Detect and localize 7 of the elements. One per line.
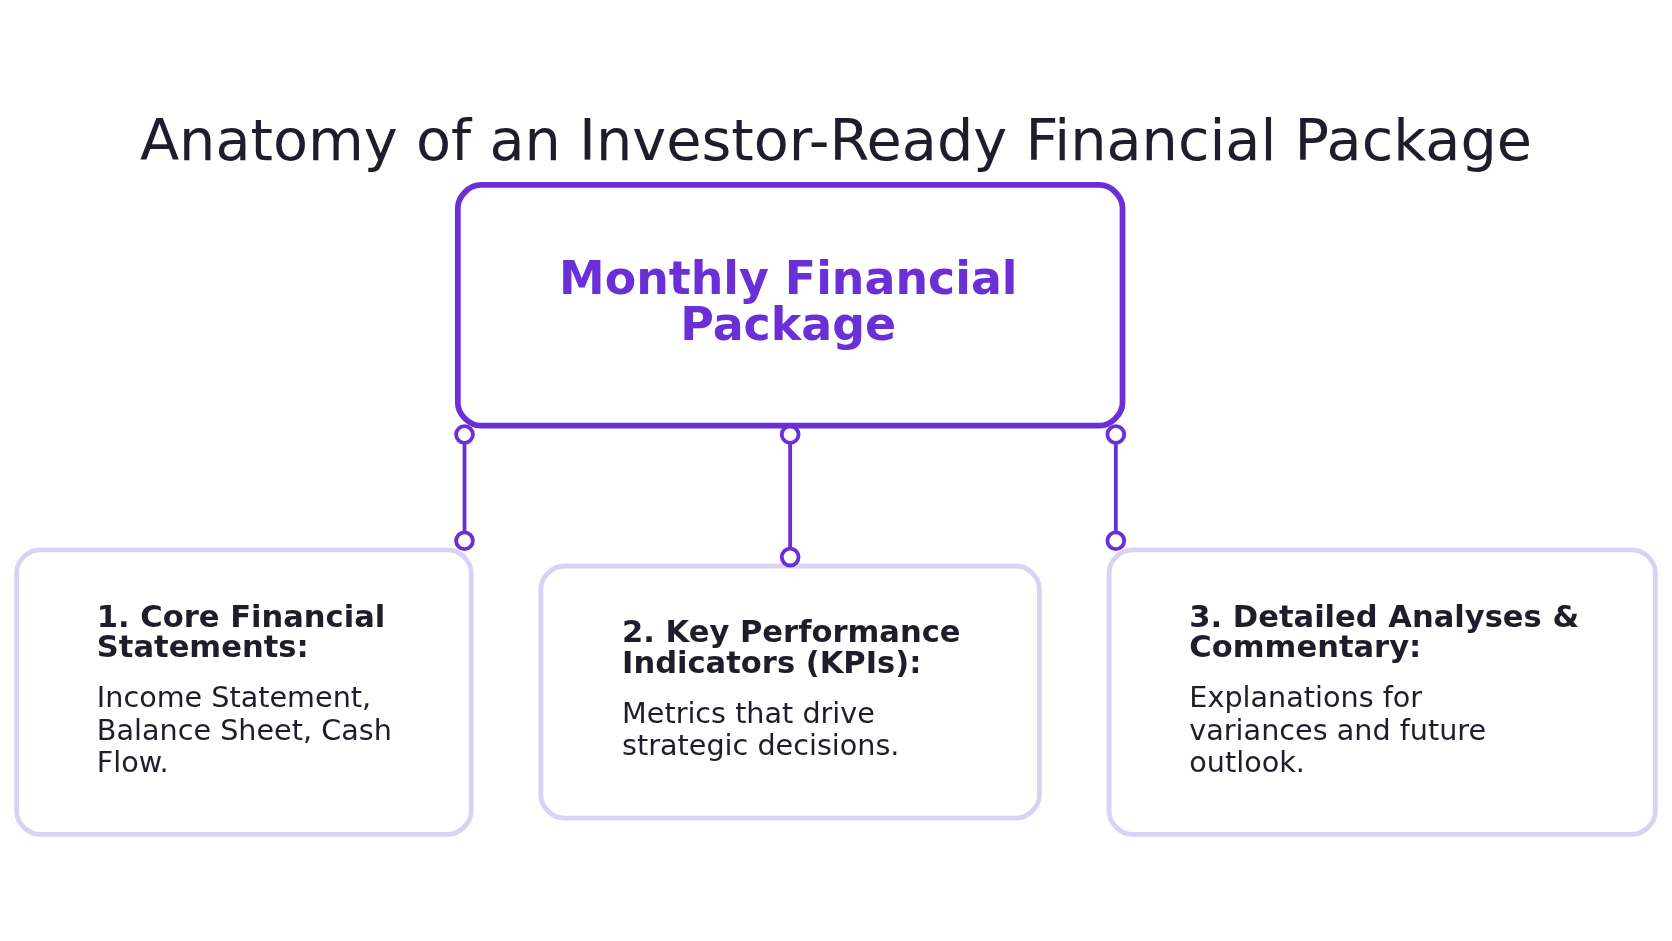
- node-box: 2. Key Performance Indicators (KPIs): Metrics that drive strategic decisions.: [538, 563, 1042, 821]
- connector: [454, 424, 475, 552]
- diagram-title: Anatomy of an Investor-Ready Financial Package: [139, 107, 1533, 175]
- node-box: 3. Detailed Analyses & Commentary: Explanations for variances and future outlook.: [1106, 547, 1658, 837]
- node-box: 1. Core Financial Statements: Income Statement, Balance Sheet, Cash Flow.: [14, 547, 474, 837]
- node-box: Monthly Financial Package: [454, 182, 1126, 429]
- connector: [1105, 424, 1127, 552]
